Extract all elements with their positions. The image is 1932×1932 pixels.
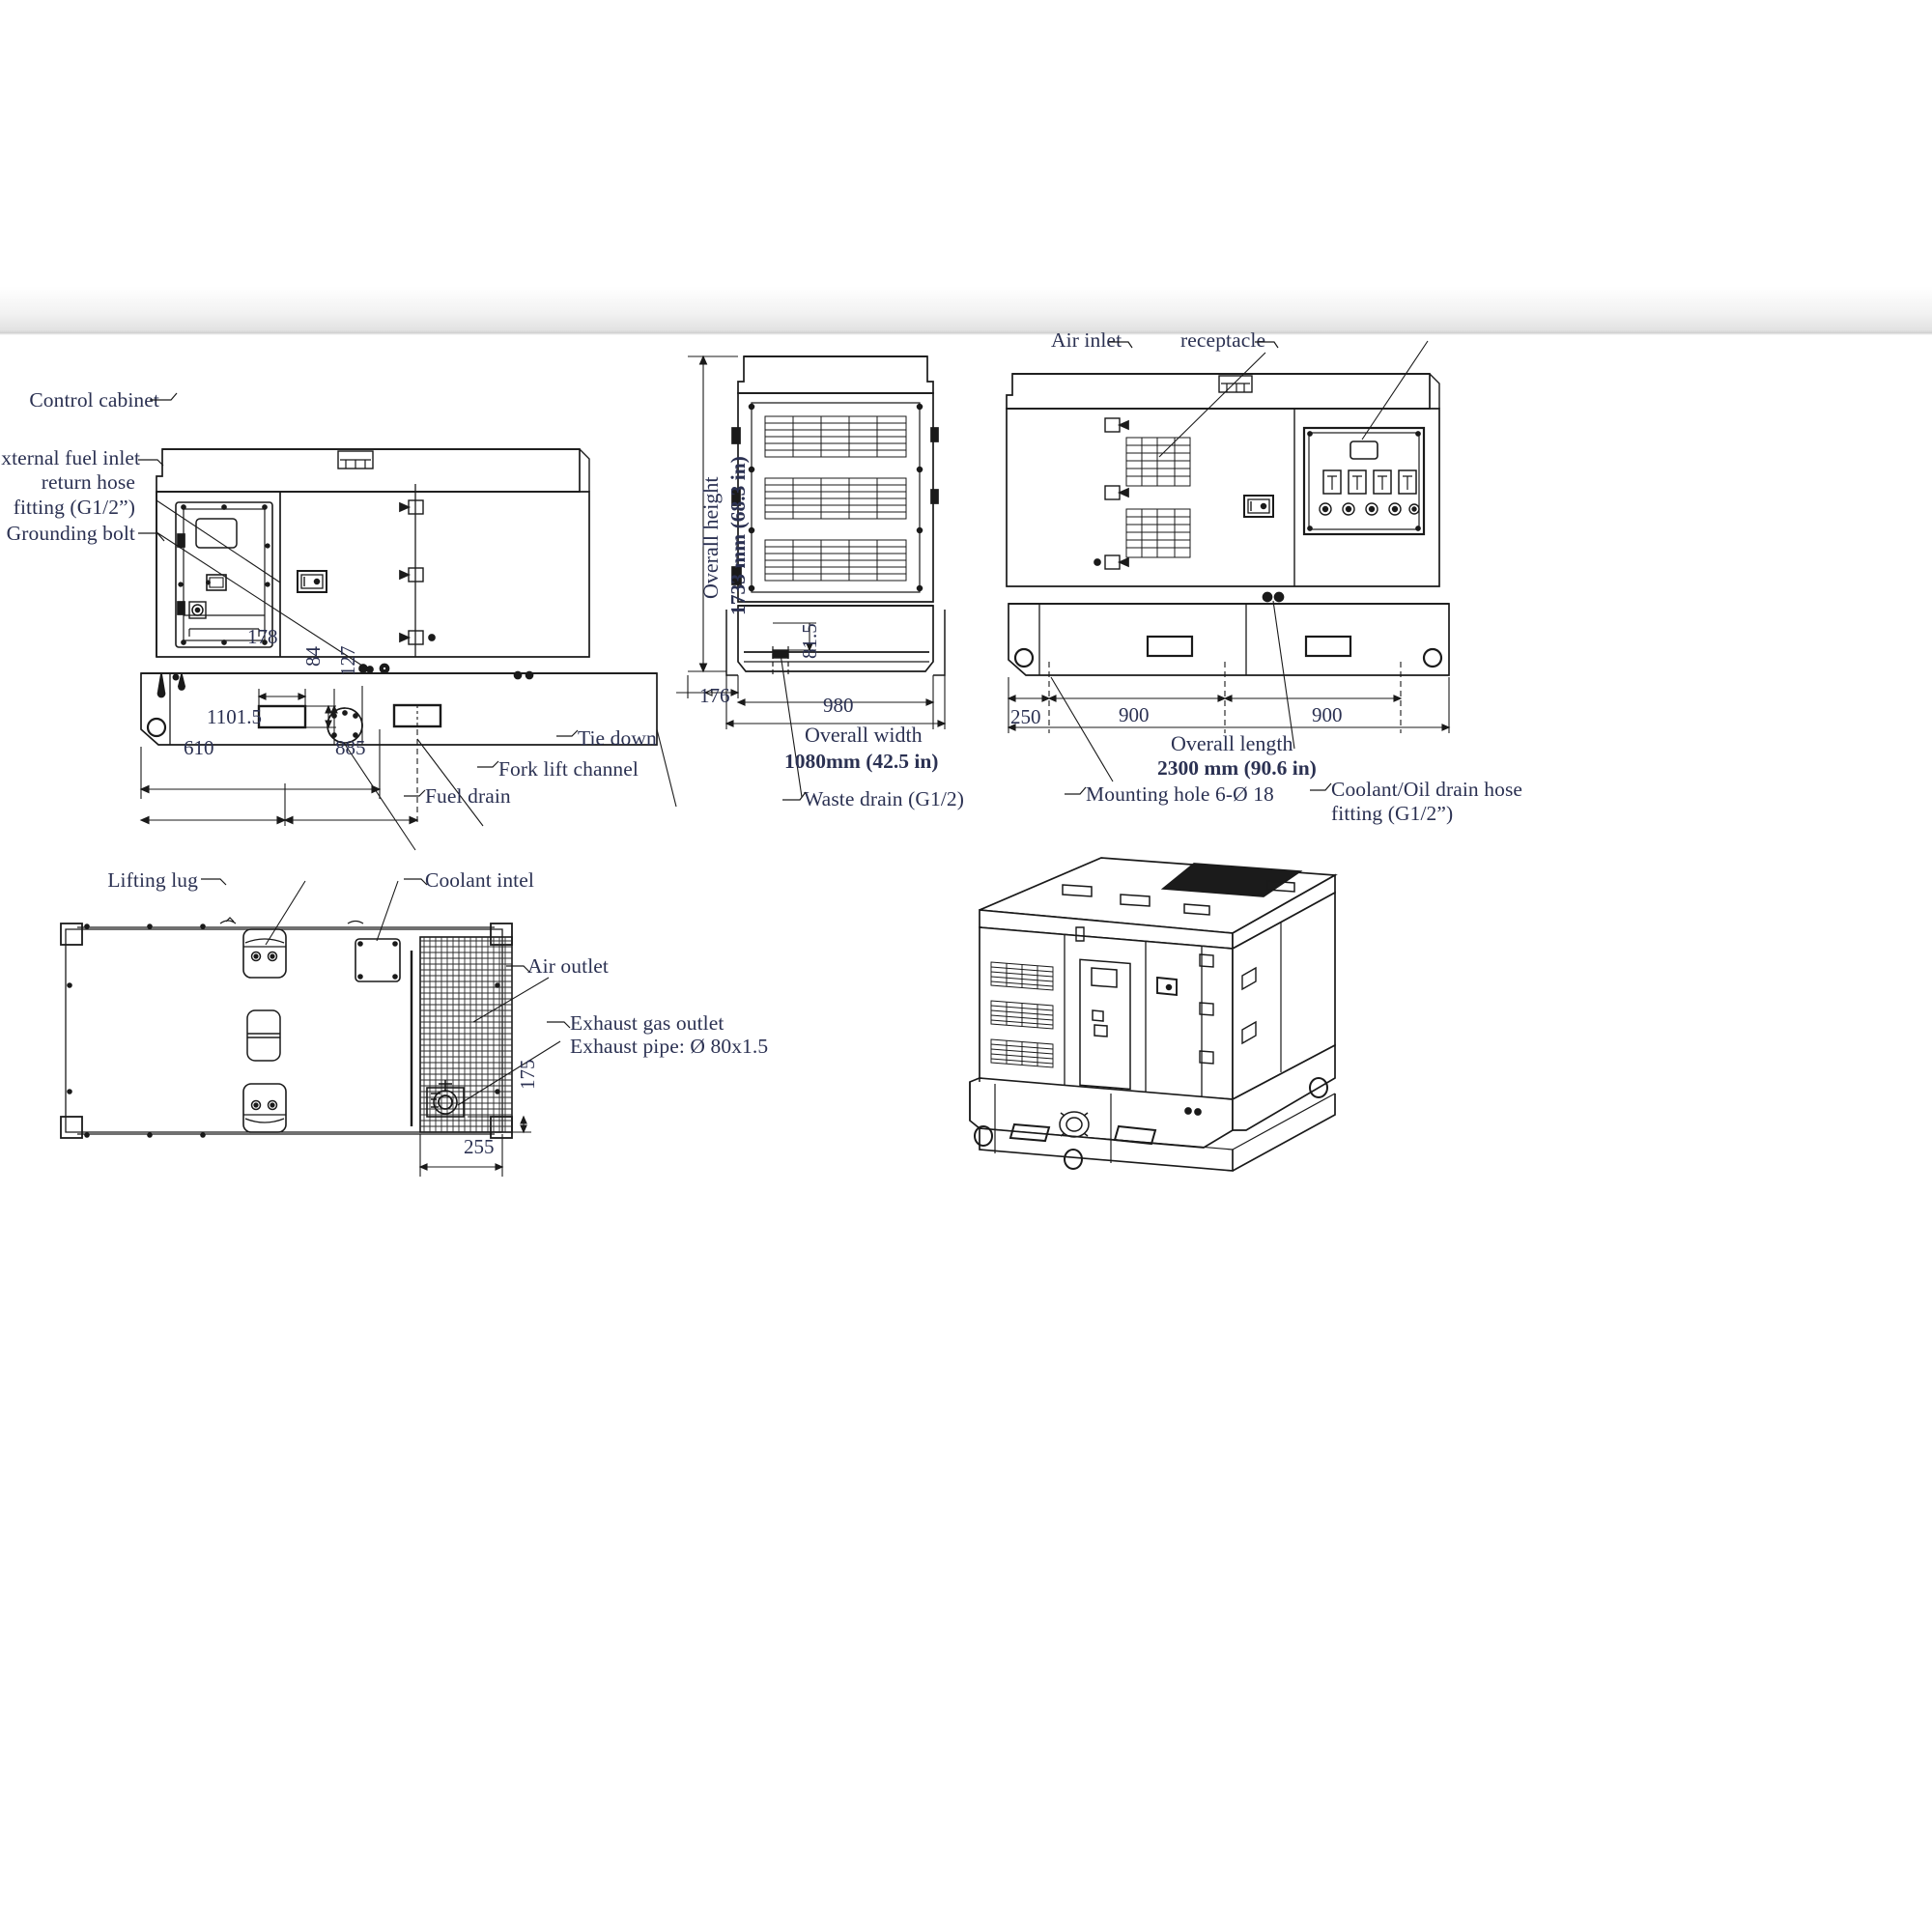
leader-lifting-lug — [201, 878, 227, 886]
dim-900-a: 900 — [1119, 703, 1150, 726]
leader-coolant-intel — [404, 878, 428, 886]
leader-tie-down — [556, 729, 579, 737]
page-seam-line — [0, 332, 1932, 335]
dim-81-5: 81.5 — [798, 623, 821, 659]
dim-overall-width-value: 1080mm (42.5 in) — [784, 750, 939, 773]
dim-overall-length-value: 2300 mm (90.6 in) — [1157, 756, 1317, 780]
callout-exhaust-pipe: Exhaust pipe: Ø 80x1.5 — [570, 1035, 769, 1058]
leader-waste-drain — [782, 791, 807, 801]
leader-grounding-bolt — [138, 532, 165, 542]
leader-air-inlet — [1109, 341, 1133, 349]
leader-external-fuel-inlet — [138, 459, 164, 467]
callout-mounting-hole: Mounting hole 6-Ø 18 — [1086, 782, 1274, 806]
callout-fuel-drain: Fuel drain — [425, 784, 511, 808]
callout-external-fuel-inlet: External fuel inlet return hose fitting … — [0, 446, 141, 519]
dim-127: 127 — [336, 645, 359, 677]
front-elevation-view — [676, 343, 985, 798]
top-plan-view — [58, 880, 599, 1188]
isometric-3d-view — [956, 840, 1362, 1217]
leader-fork-lift-channel — [477, 760, 499, 768]
dim-175: 175 — [516, 1059, 539, 1091]
dim-84: 84 — [301, 646, 325, 667]
dim-overall-height-label: Overall height — [698, 476, 723, 599]
dim-overall-length-label: Overall length — [1171, 731, 1293, 755]
callout-grounding-bolt: Grounding bolt — [6, 522, 135, 545]
dim-176: 176 — [699, 684, 730, 707]
left-side-elevation-view — [135, 440, 677, 851]
dim-178: 178 — [247, 625, 278, 648]
callout-receptacle: receptacle — [1180, 328, 1266, 352]
dim-250: 250 — [1010, 705, 1041, 728]
callout-exhaust-gas-outlet: Exhaust gas outlet — [570, 1011, 724, 1035]
dim-overall-width-label: Overall width — [805, 723, 923, 747]
callout-coolant-intel: Coolant intel — [425, 868, 534, 892]
dim-overall-height-value: 1733 mm (68.3 in) — [726, 456, 750, 615]
right-side-elevation-view — [1005, 340, 1459, 782]
callout-air-outlet: Air outlet — [527, 954, 609, 978]
dim-980: 980 — [823, 694, 854, 717]
leader-exhaust-gas-outlet — [547, 1021, 571, 1029]
leader-air-outlet — [506, 965, 530, 973]
dim-255: 255 — [464, 1135, 495, 1158]
leader-mounting-hole — [1065, 786, 1087, 795]
dim-1101-5: 1101.5 — [207, 705, 262, 728]
leader-receptacle — [1255, 341, 1279, 349]
callout-lifting-lug: Lifting lug — [107, 868, 198, 892]
leader-fuel-drain — [404, 789, 426, 797]
callout-tie-down: Tie down — [578, 726, 657, 750]
leader-coolant-oil-drain — [1310, 782, 1332, 791]
dim-900-b: 900 — [1312, 703, 1343, 726]
callout-coolant-oil-drain: Coolant/Oil drain hose fitting (G1/2”) — [1331, 778, 1523, 826]
callout-fork-lift-channel: Fork lift channel — [498, 757, 639, 781]
leader-control-cabinet — [150, 392, 178, 401]
callout-air-inlet: Air inlet — [1051, 328, 1122, 352]
dim-610: 610 — [184, 736, 214, 759]
callout-waste-drain: Waste drain (G1/2) — [804, 787, 965, 810]
callout-control-cabinet: Control cabinet — [29, 388, 159, 412]
dim-885: 885 — [335, 736, 366, 759]
page-seam-gradient — [0, 0, 1932, 333]
